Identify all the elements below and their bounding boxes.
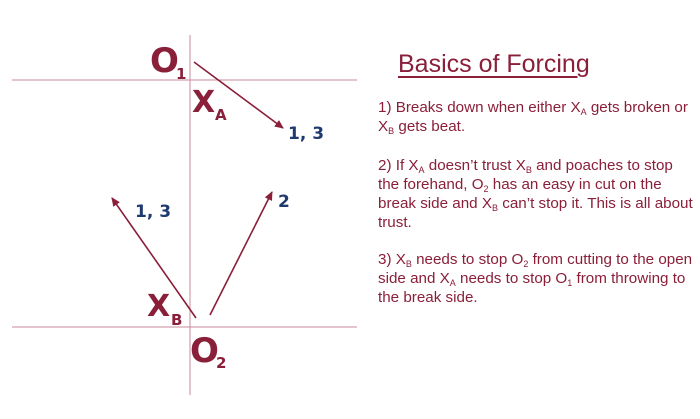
o1-subscript: 1	[176, 65, 186, 83]
xb-label: X	[147, 289, 170, 324]
panel-title: Basics of Forcing	[398, 50, 590, 78]
arrow-o2-to-upper-right	[209, 191, 273, 316]
arrow-xb-to-upper-left	[111, 197, 197, 319]
forcing-diagram: O 1 X A X B O 2 1, 3 1, 3 2	[12, 35, 357, 395]
point-1: 1) Breaks down when either XA gets broke…	[378, 99, 688, 136]
o1-label: O	[150, 41, 179, 81]
point-2: 2) If XA doesn’t trust XB and poaches to…	[378, 157, 693, 231]
arrow-o1-to-right	[193, 61, 284, 129]
arrow-label-right-upper: 1, 3	[288, 124, 324, 144]
o2-label: O	[190, 331, 219, 371]
xb-subscript: B	[171, 311, 182, 329]
xa-subscript: A	[215, 106, 227, 124]
arrow-label-right-lower: 2	[278, 192, 290, 212]
xa-label: X	[192, 85, 215, 120]
o2-subscript: 2	[216, 354, 226, 372]
arrow-label-left: 1, 3	[135, 202, 171, 222]
point-3: 3) XB needs to stop O2 from cutting to t…	[378, 251, 693, 306]
